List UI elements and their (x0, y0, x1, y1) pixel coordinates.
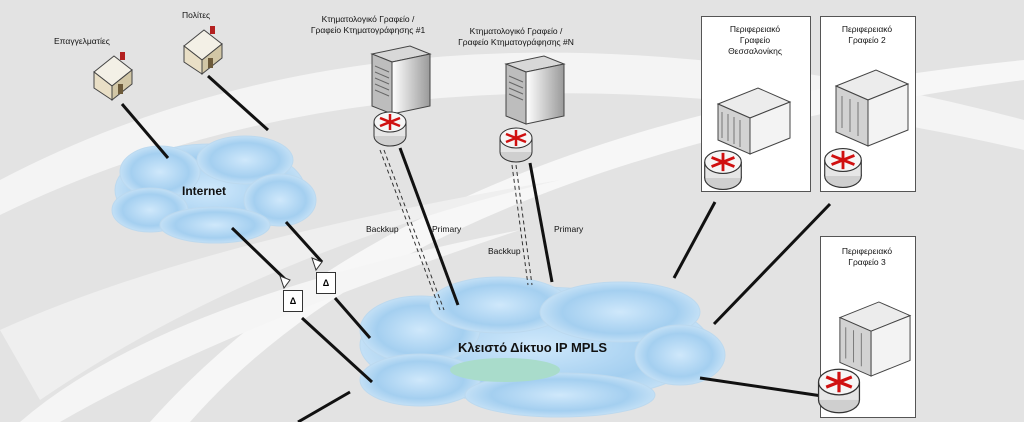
regional-3-line1: Περιφερειακό (841, 246, 893, 256)
regional-thessaloniki-line2: Γραφείο (739, 35, 771, 45)
regional-2-line1: Περιφερειακό (841, 24, 893, 34)
cadastre-office-n-line1: Κτηματολογικό Γραφείο / (469, 26, 563, 36)
router-icon (499, 127, 533, 163)
regional-office-2-label: Περιφερειακό Γραφείο 2 (820, 24, 914, 46)
internet-label: Internet (182, 184, 227, 198)
primary-link-label-1: Primary (432, 224, 462, 234)
router-icon (824, 148, 862, 188)
server-icon (504, 55, 566, 125)
regional-office-3-label: Περιφερειακό Γραφείο 3 (820, 246, 914, 268)
internet-cloud (111, 135, 317, 244)
house-icon (93, 52, 133, 102)
router-icon (373, 111, 407, 147)
professionals-label: Επαγγελματίες (54, 36, 110, 46)
router-icon (817, 368, 861, 414)
citizens-label: Πολίτες (182, 10, 211, 20)
building-icon (838, 301, 912, 377)
backup-link-label-1: Backkup (366, 224, 399, 234)
arrow-heads (279, 257, 323, 290)
regional-office-thessaloniki-label: Περιφερειακό Γραφείο Θεσσαλονίκης (701, 24, 809, 57)
server-icon (370, 45, 432, 115)
regional-thessaloniki-line3: Θεσσαλονίκης (728, 46, 782, 56)
cadastre-office-1-line1: Κτηματολογικό Γραφείο / (321, 14, 415, 24)
regional-2-line2: Γραφείο 2 (848, 35, 886, 45)
regional-thessaloniki-line1: Περιφερειακό (729, 24, 781, 34)
cadastre-office-1-label: Κτηματολογικό Γραφείο / Γραφείο Κτηματογ… (302, 14, 434, 36)
house-icon (183, 26, 223, 76)
delta-box: Δ (283, 290, 303, 312)
building-icon (834, 69, 910, 147)
connection-lines (120, 74, 832, 422)
primary-link-label-n: Primary (554, 224, 584, 234)
router-icon (704, 150, 742, 190)
backup-lines (379, 149, 533, 311)
mpls-cloud (359, 276, 726, 418)
cadastre-office-n-label: Κτηματολογικό Γραφείο / Γραφείο Κτηματογ… (450, 26, 582, 48)
backup-link-label-n: Backkup (488, 246, 521, 256)
delta-box: Δ (316, 272, 336, 294)
mpls-network-label: Κλειστό Δίκτυο IP MPLS (458, 340, 608, 355)
building-icon (716, 87, 792, 155)
cadastre-office-1-line2: Γραφείο Κτηματογράφησης #1 (310, 25, 426, 35)
regional-3-line2: Γραφείο 3 (848, 257, 886, 267)
cadastre-office-n-line2: Γραφείο Κτηματογράφησης #N (458, 37, 574, 47)
